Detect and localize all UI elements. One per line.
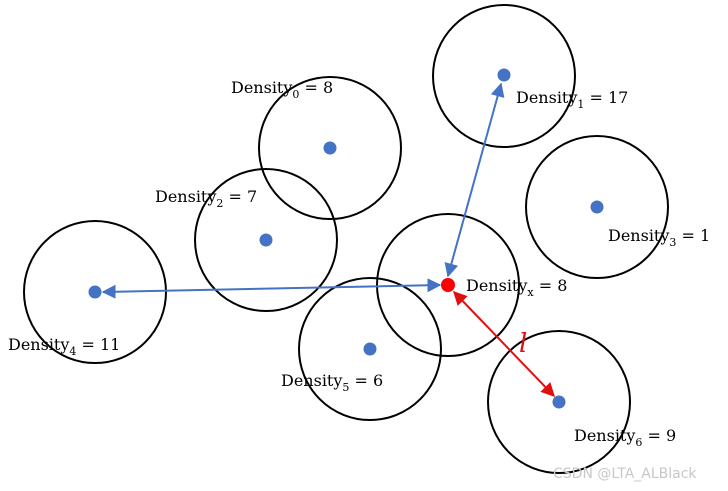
arrow-x-to-6 [453,290,555,398]
point-4 [88,285,102,299]
arrow-x-to-4 [101,278,442,299]
arrow-x-to-1 [444,82,505,278]
point-0 [323,141,337,155]
neighborhood-circles [23,4,669,474]
point-x [441,278,455,292]
label-density-6: Density6 = 9 [574,426,676,449]
watermark: CSDN @LTA_ALBlack [553,466,697,482]
point-6 [552,395,566,409]
circle-5 [298,277,442,421]
point-3 [590,200,604,214]
label-density-5: Density5 = 6 [281,371,383,394]
circle-6 [487,330,631,474]
label-density-3: Density3 = 1 [608,226,710,249]
label-density-0: Density0 = 8 [231,78,333,101]
distance-label-l: l [519,329,527,359]
circle-2 [194,168,338,312]
point-2 [259,233,273,247]
circle-3 [525,135,669,279]
point-5 [363,342,377,356]
circle-0 [258,76,402,220]
label-density-x: Densityx = 8 [466,276,567,299]
label-density-2: Density2 = 7 [155,187,257,210]
point-1 [497,68,511,82]
label-density-4: Density4 = 11 [8,335,120,358]
points [88,68,604,409]
label-density-1: Density1 = 17 [516,88,628,111]
